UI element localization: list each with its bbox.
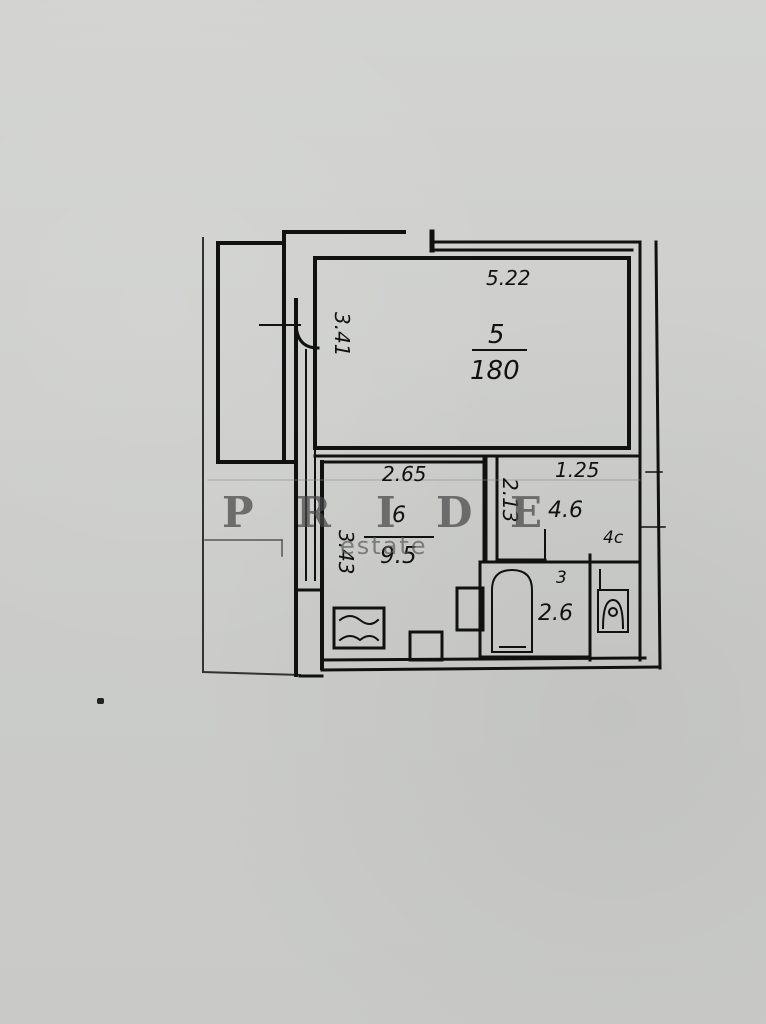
- watermark-letter-d: D: [436, 488, 473, 537]
- living-room-width-dim: 5.22: [486, 266, 531, 290]
- kitchen-number: 6: [392, 503, 406, 528]
- hallway-width-dim: 1.25: [555, 458, 600, 482]
- living-room-fraction-line: [472, 349, 527, 351]
- watermark-letter-p: P: [222, 488, 254, 537]
- hallway-area: 4.6: [548, 498, 583, 523]
- watermark-letter-r: R: [296, 488, 331, 537]
- kitchen-area: 9.5: [380, 543, 417, 569]
- living-room-area: 180: [470, 356, 520, 386]
- watermark-subtitle: estate: [340, 532, 428, 560]
- living-room-number: 5: [488, 320, 505, 350]
- bathroom-number: 3: [556, 568, 567, 588]
- bathroom-area: 2.6: [538, 601, 573, 626]
- watermark-letter-e: E: [510, 488, 543, 537]
- kitchen-fraction-line: [364, 536, 434, 538]
- kitchen-width-dim: 2.65: [382, 462, 427, 486]
- living-room-depth-dim: 3.41: [330, 312, 354, 357]
- watermark-letter-i: I: [376, 488, 396, 537]
- ventilation-mark: 4c: [603, 528, 624, 548]
- scan-speck: [97, 698, 104, 704]
